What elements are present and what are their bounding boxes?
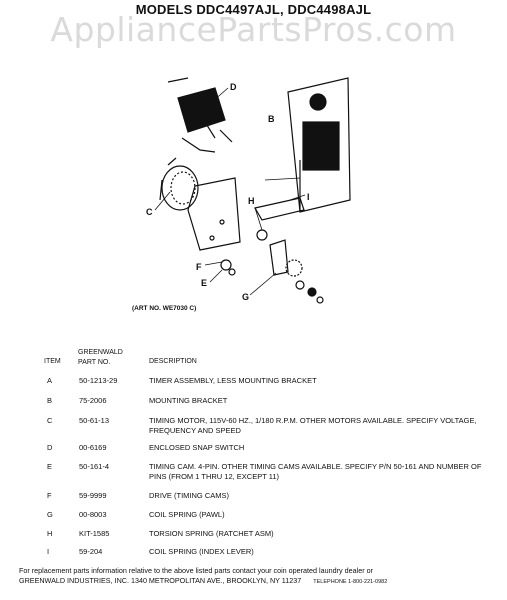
callout-h: H — [248, 196, 255, 206]
row-desc: COIL SPRING (INDEX LEVER) — [149, 547, 254, 556]
row-desc: ENCLOSED SNAP SWITCH — [149, 443, 245, 452]
snap-switch-shape — [177, 87, 226, 133]
row-desc: DRIVE (TIMING CAMS) — [149, 491, 229, 500]
row-item: I — [47, 547, 50, 556]
callout-e: E — [201, 278, 207, 288]
row-desc: COIL SPRING (PAWL) — [149, 510, 225, 519]
row-part: 50-61-13 — [79, 416, 110, 425]
footer-telephone: TELEPHONE 1-800-221-0982 — [313, 579, 388, 585]
footer-address: GREENWALD INDUSTRIES, INC. 1340 METROPOL… — [19, 576, 302, 585]
row-part: 50-1213-29 — [79, 376, 118, 385]
row-desc: MOUNTING BRACKET — [149, 396, 228, 405]
header-description: DESCRIPTION — [149, 358, 197, 365]
row-desc: TORSION SPRING (RATCHET ASM) — [149, 529, 274, 538]
row-part: 50-161-4 — [79, 462, 110, 471]
header-item: ITEM — [44, 358, 61, 365]
row-desc: TIMING MOTOR, 115V-60 HZ., 1/180 R.P.M. … — [149, 416, 477, 435]
callout-i: I — [307, 192, 310, 202]
row-part: 00-6169 — [79, 443, 107, 452]
footer: For replacement parts information relati… — [19, 566, 499, 587]
timer-frame-shape — [187, 177, 241, 251]
header-part-no: GREENWALD PART NO. — [78, 349, 123, 366]
callout-f: F — [196, 262, 202, 272]
mounting-bracket-shape — [287, 77, 351, 213]
row-part: KIT-1585 — [79, 529, 110, 538]
row-part: 00-8003 — [79, 510, 107, 519]
callout-d: D — [230, 82, 237, 92]
callout-b: B — [268, 114, 275, 124]
row-part: 59-204 — [79, 547, 103, 556]
row-item: A — [47, 376, 53, 385]
row-part: 75-2006 — [79, 396, 107, 405]
row-item: G — [47, 510, 53, 519]
callout-c: C — [146, 207, 153, 217]
row-item: E — [47, 462, 53, 471]
row-item: C — [47, 416, 53, 425]
row-item: B — [47, 396, 53, 405]
row-desc: TIMING CAM. 4-PIN. OTHER TIMING CAMS AVA… — [149, 462, 482, 481]
callout-g: G — [242, 292, 249, 302]
footer-line-1: For replacement parts information relati… — [19, 566, 373, 575]
row-item: F — [47, 491, 52, 500]
row-item: H — [47, 529, 53, 538]
row-desc: TIMER ASSEMBLY, LESS MOUNTING BRACKET — [149, 376, 317, 385]
row-part: 59-9999 — [79, 491, 107, 500]
page-title: MODELS DDC4497AJL, DDC4498AJL — [135, 2, 372, 17]
footer-line-2: GREENWALD INDUSTRIES, INC. 1340 METROPOL… — [19, 576, 499, 587]
row-item: D — [47, 443, 53, 452]
watermark: AppliancePartsPros.com — [50, 10, 457, 49]
exploded-parts-diagram: D B C H I F E G A — [146, 77, 351, 304]
timing-motor-shape — [161, 165, 199, 211]
art-number: (ART NO. WE7030 C) — [132, 305, 197, 312]
